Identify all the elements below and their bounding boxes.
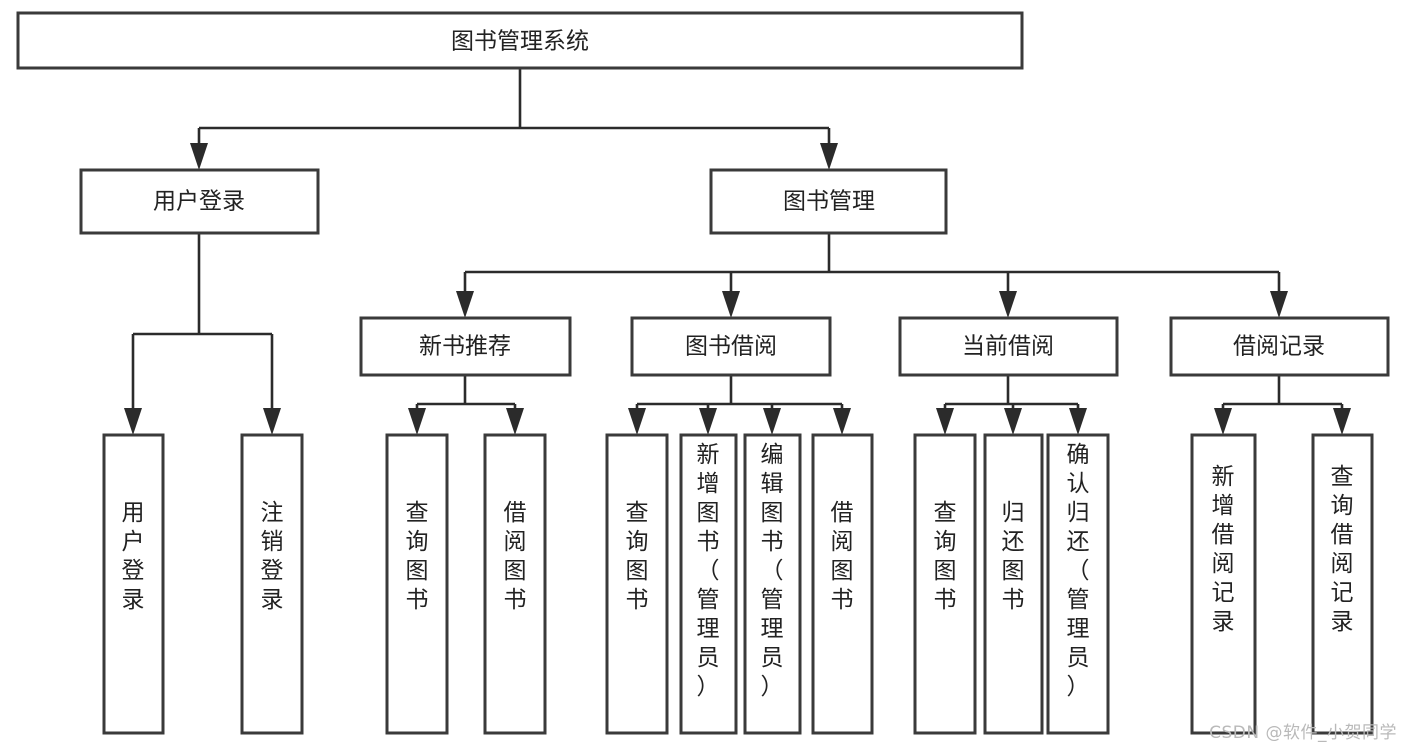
arrow-head-icon <box>936 408 954 435</box>
connector-layer <box>124 68 1351 435</box>
node-current-borrow-label: 当前借阅 <box>962 334 1054 360</box>
leaf-borrow-book-1-label: 借阅图书 <box>504 500 527 613</box>
node-book-borrow[interactable]: 图书借阅 <box>630 316 832 377</box>
leaf-query-book-2-label: 查询图书 <box>626 500 649 613</box>
leaf-borrow-book-1[interactable]: 借阅图书 <box>483 433 547 735</box>
arrow-head-icon <box>820 143 838 170</box>
leaf-query-book-1-label: 查询图书 <box>406 500 429 613</box>
arrow-head-icon <box>506 408 524 435</box>
leaf-return-book[interactable]: 归还图书 <box>983 433 1044 735</box>
leaf-logout-login-label: 注销登录 <box>261 500 284 613</box>
leaf-add-record-label: 新增借阅记录 <box>1212 464 1235 635</box>
arrow-head-icon <box>1069 408 1087 435</box>
leaf-user-login-label: 用户登录 <box>122 500 145 613</box>
arrow-head-icon <box>763 408 781 435</box>
node-book-borrow-label: 图书借阅 <box>685 334 777 360</box>
arrow-head-icon <box>1214 408 1232 435</box>
arrow-head-icon <box>408 408 426 435</box>
arrow-head-icon <box>124 408 142 435</box>
arrow-head-icon <box>722 291 740 318</box>
leaf-borrow-book-2[interactable]: 借阅图书 <box>811 433 874 735</box>
leaf-add-record[interactable]: 新增借阅记录 <box>1190 433 1257 735</box>
node-root-label: 图书管理系统 <box>451 29 589 55</box>
leaf-return-book-label: 归还图书 <box>1002 500 1025 613</box>
node-book-manage-label: 图书管理 <box>783 189 875 215</box>
arrow-head-icon <box>1004 408 1022 435</box>
arrow-head-icon <box>456 291 474 318</box>
arrow-head-icon <box>833 408 851 435</box>
node-book-manage[interactable]: 图书管理 <box>709 168 948 235</box>
leaf-query-book-3-label: 查询图书 <box>934 500 957 613</box>
node-root[interactable]: 图书管理系统 <box>16 11 1024 70</box>
node-current-borrow[interactable]: 当前借阅 <box>898 316 1119 377</box>
arrow-head-icon <box>699 408 717 435</box>
leaf-query-record-label: 查询借阅记录 <box>1331 464 1354 635</box>
csdn-watermark: CSDN @软件_小贺同学 <box>1209 723 1397 743</box>
arrow-head-icon <box>190 143 208 170</box>
leaf-confirm-return[interactable]: 确认归还（管理员） <box>1046 433 1110 735</box>
leaf-query-book-2[interactable]: 查询图书 <box>605 433 669 735</box>
leaf-borrow-book-2-label: 借阅图书 <box>831 500 854 613</box>
arrow-head-icon <box>263 408 281 435</box>
leaf-query-book-1[interactable]: 查询图书 <box>385 433 449 735</box>
leaf-edit-book-label: 编辑图书（管理员） <box>761 442 784 700</box>
node-borrow-record-label: 借阅记录 <box>1233 334 1325 360</box>
node-user-login-label: 用户登录 <box>153 189 245 215</box>
node-borrow-record[interactable]: 借阅记录 <box>1169 316 1390 377</box>
arrow-head-icon <box>999 291 1017 318</box>
leaf-add-book[interactable]: 新增图书（管理员） <box>679 433 738 735</box>
node-new-book-recommend[interactable]: 新书推荐 <box>359 316 572 377</box>
leaf-query-book-3[interactable]: 查询图书 <box>913 433 977 735</box>
leaf-confirm-return-label: 确认归还（管理员） <box>1067 442 1090 700</box>
node-new-book-recommend-label: 新书推荐 <box>419 334 511 360</box>
leaf-add-book-label: 新增图书（管理员） <box>697 442 720 700</box>
leaf-query-record[interactable]: 查询借阅记录 <box>1311 433 1374 735</box>
node-user-login[interactable]: 用户登录 <box>79 168 320 235</box>
arrow-head-icon <box>1270 291 1288 318</box>
arrow-head-icon <box>1333 408 1351 435</box>
leaf-logout-login[interactable]: 注销登录 <box>240 433 304 735</box>
leaf-user-login[interactable]: 用户登录 <box>102 433 165 735</box>
leaf-edit-book[interactable]: 编辑图书（管理员） <box>743 433 802 735</box>
arrow-head-icon <box>628 408 646 435</box>
